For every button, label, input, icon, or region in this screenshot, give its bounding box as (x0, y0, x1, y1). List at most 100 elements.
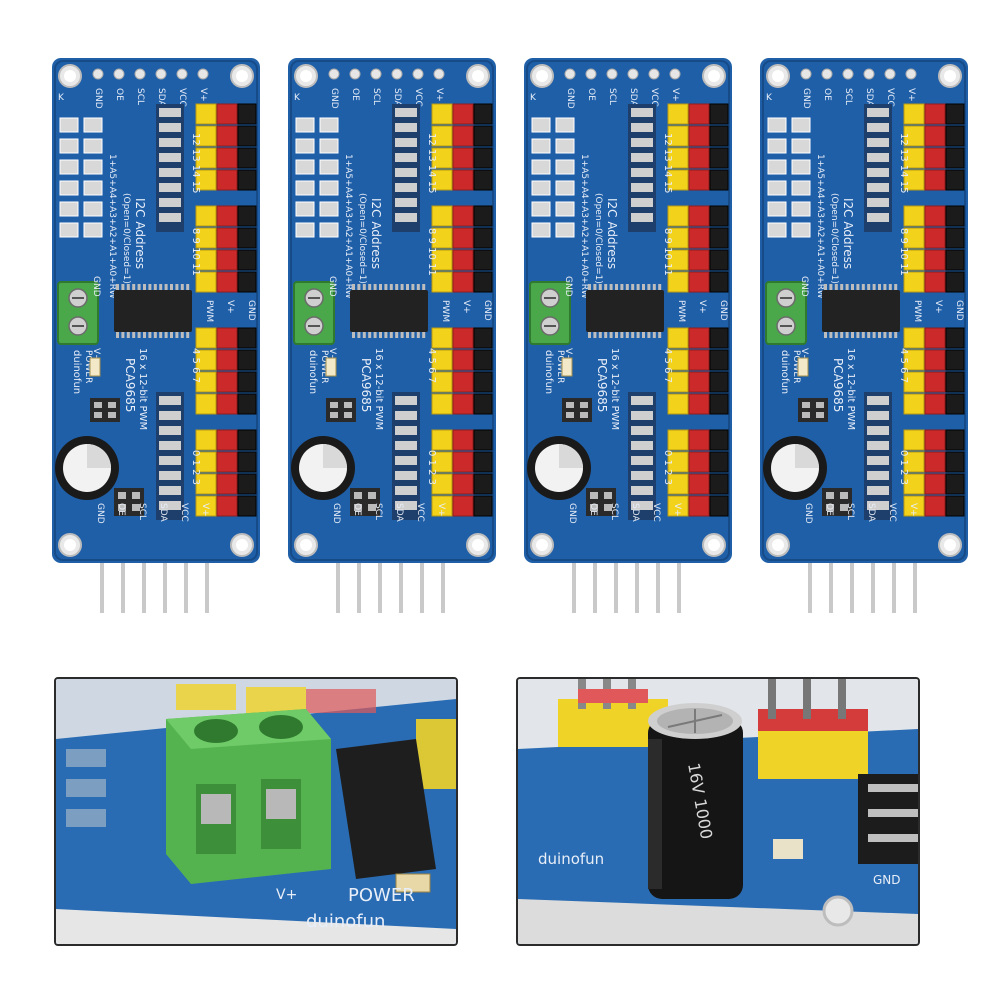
header-gnd (473, 473, 493, 495)
address-jumper-pad (83, 180, 103, 196)
header-pwm (903, 349, 925, 371)
header-gnd (237, 147, 257, 169)
address-jumper-pad (83, 138, 103, 154)
chip-label: PCA9685 (123, 358, 137, 412)
corner-k-label: K (766, 93, 773, 103)
electrolytic-capacitor (527, 436, 591, 500)
header-pwm (431, 227, 453, 249)
header-pin (892, 538, 896, 613)
header-vplus (452, 169, 474, 191)
top-pad (863, 68, 875, 80)
header-gnd (945, 249, 965, 271)
brand-label: duinofun (71, 350, 82, 394)
header-pwm (431, 451, 453, 473)
top-pad (627, 68, 639, 80)
header-vplus (688, 327, 710, 349)
header-pin (572, 538, 576, 613)
header-pin (593, 538, 597, 613)
resistor (631, 153, 653, 162)
header-pwm (195, 495, 217, 517)
header-pwm (431, 371, 453, 393)
terminal-gnd-label: GND (91, 276, 101, 297)
header-pwm (903, 169, 925, 191)
address-jumper-pad (555, 138, 575, 154)
bottom-pin-label: OE (116, 503, 126, 516)
bottom-pin-label: SCL (373, 503, 383, 520)
resistor (867, 138, 889, 147)
header-vplus (452, 147, 474, 169)
address-title: I2C Address (369, 198, 383, 269)
header-vplus (924, 147, 946, 169)
header-pin (614, 538, 618, 613)
address-jumper-pad (295, 159, 315, 175)
header-pin (357, 538, 361, 613)
header-vplus (924, 349, 946, 371)
corner-k-label: K (530, 93, 537, 103)
electrolytic-capacitor (55, 436, 119, 500)
resistor-array-top (392, 104, 420, 232)
header-vplus (452, 473, 474, 495)
header-pin (635, 538, 639, 613)
address-jumper-pad (531, 138, 551, 154)
header-vplus (216, 371, 238, 393)
header-pin (441, 538, 445, 613)
channels-0-3: 0 1 2 3 (662, 450, 673, 485)
power-terminal-block (293, 281, 335, 345)
top-pad (197, 68, 209, 80)
header-pwm (195, 125, 217, 147)
header-gnd (237, 429, 257, 451)
top-pin-label: OE (822, 88, 832, 101)
closeup-vplus-label: V+ (276, 887, 297, 903)
header-pwm (195, 327, 217, 349)
header-gnd (945, 271, 965, 293)
resistor (631, 411, 653, 420)
header-gnd (709, 371, 729, 393)
top-pad (842, 68, 854, 80)
resistor (631, 183, 653, 192)
mounting-holes (294, 64, 490, 557)
header-vplus-label: V+ (697, 300, 707, 314)
resistor (867, 213, 889, 222)
resistor (867, 123, 889, 132)
header-pwm (667, 147, 689, 169)
header-gnd (945, 169, 965, 191)
top-pad (391, 68, 403, 80)
header-vplus (216, 429, 238, 451)
resistor (867, 198, 889, 207)
header-vplus (452, 327, 474, 349)
top-pad (884, 68, 896, 80)
address-subtitle: (Open=0/Closed=1) (593, 193, 603, 284)
header-vplus-label: V+ (225, 300, 235, 314)
resistor (867, 183, 889, 192)
header-vplus (216, 169, 238, 191)
channels-12-15: 12 13 14 15 (898, 133, 909, 193)
header-vplus (216, 103, 238, 125)
address-jumper-pad (555, 180, 575, 196)
channels-8-11: 8 9 10 11 (426, 228, 437, 276)
header-vplus (688, 393, 710, 415)
header-gnd (709, 125, 729, 147)
header-pwm (431, 393, 453, 415)
header-pin (121, 538, 125, 613)
header-pwm (667, 473, 689, 495)
bottom-pin-label: OE (352, 503, 362, 516)
pca9685-chip (350, 284, 428, 338)
resistor (631, 501, 653, 510)
address-jumper-pad (59, 180, 79, 196)
top-pads (800, 68, 917, 80)
header-pwm (195, 249, 217, 271)
resistor (395, 501, 417, 510)
resistor (395, 108, 417, 117)
header-pwm (431, 125, 453, 147)
address-jumper-pad (295, 138, 315, 154)
address-jumper-pad (319, 180, 339, 196)
header-pwm (195, 271, 217, 293)
header-pwm (667, 227, 689, 249)
header-gnd (709, 103, 729, 125)
address-jumpers (59, 117, 103, 238)
header-gnd (473, 371, 493, 393)
resistor (395, 213, 417, 222)
